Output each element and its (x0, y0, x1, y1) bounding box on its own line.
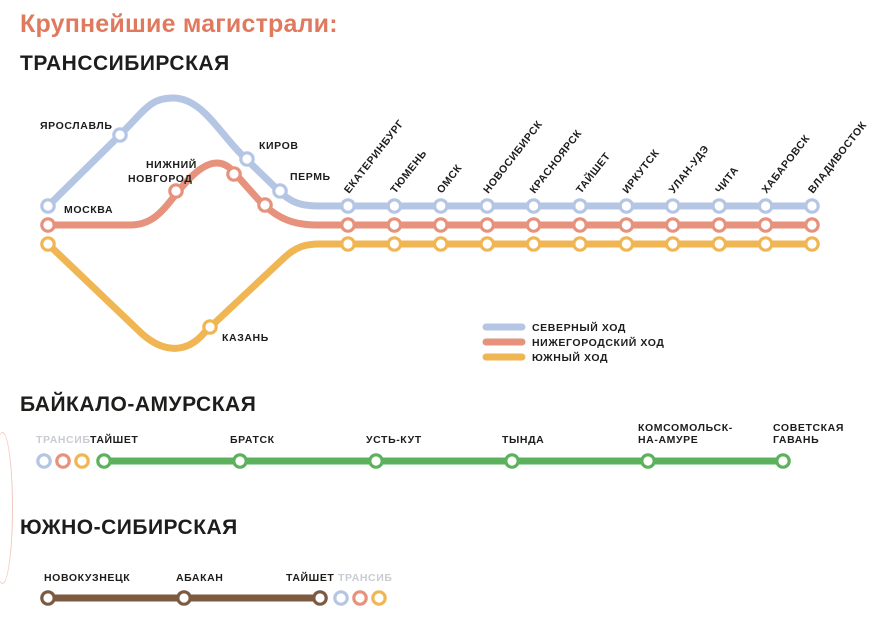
station-east-10-south (804, 236, 820, 252)
station-east-9-north (757, 198, 774, 214)
station-kirov (239, 151, 255, 167)
bam-station-0 (96, 453, 112, 469)
north-route-line (44, 94, 816, 210)
station-nizhny-novgorod (168, 183, 184, 199)
station-perm (272, 183, 288, 199)
station-east-0-nizhny (340, 217, 356, 233)
trans-sib-heading: ТРАНССИБИРСКАЯ (20, 52, 230, 75)
station-label-moskva: МОСКВА (64, 204, 113, 216)
station-east-8-north (711, 198, 727, 214)
legend-label-nizhny: НИЖЕГОРОДСКИЙ ХОД (532, 336, 664, 349)
station-label-east-10: ВЛАДИВОСТОК (806, 119, 870, 196)
bam-station-label-5-1: ГАВАНЬ (773, 434, 819, 446)
station-moskva-nizhny (40, 217, 56, 233)
bam-heading: БАЙКАЛО-АМУРСКАЯ (20, 393, 257, 416)
legend-label-north: СЕВЕРНЫЙ ХОД (532, 321, 626, 334)
bam-station-1 (232, 453, 248, 469)
station-nizhny-3 (257, 197, 273, 213)
station-east-2-nizhny (432, 217, 449, 233)
station-label-east-6: ИРКУТСК (620, 147, 662, 196)
south-sib-transsib-nizhny (352, 590, 368, 606)
station-east-8-nizhny (711, 217, 727, 233)
station-east-2-south (432, 236, 449, 252)
bam-station-2 (368, 453, 384, 469)
station-east-7-north (664, 198, 681, 214)
station-east-5-nizhny (572, 217, 588, 233)
south-sib-heading: ЮЖНО-СИБИРСКАЯ (20, 516, 238, 539)
station-east-5-south (572, 236, 588, 252)
bam-station-label-0-0: ТАЙШЕТ (90, 433, 138, 446)
station-east-1-north (386, 198, 403, 214)
south-sib-transsib-label: ТРАНСИБ (338, 572, 393, 584)
station-label-perm: ПЕРМЬ (290, 171, 331, 183)
station-east-1-south (386, 236, 403, 252)
station-label-east-9: ХАБАРОВСК (760, 133, 813, 196)
station-east-2-north (432, 198, 449, 214)
station-east-3-nizhny (479, 217, 495, 233)
bam-station-label-4-0: КОМСОМОЛЬСК- (638, 422, 733, 434)
station-label-nizhny-1: НИЖНИЙ (146, 158, 197, 171)
station-moskva-north (40, 198, 56, 214)
station-label-east-8: ЧИТА (713, 164, 741, 196)
station-label-east-1: ТЮМЕНЬ (388, 148, 429, 196)
route-legend: СЕВЕРНЫЙ ХОД НИЖЕГОРОДСКИЙ ХОД ЮЖНЫЙ ХОД (482, 321, 664, 364)
station-kazan (202, 319, 218, 335)
station-label-kirov: КИРОВ (259, 140, 299, 152)
station-east-6-nizhny (618, 217, 635, 233)
bam-transsib-south (74, 453, 90, 469)
station-east-6-south (618, 236, 635, 252)
station-label-east-5: ТАЙШЕТ (573, 150, 613, 196)
bam-station-4 (640, 453, 656, 469)
south-sib-transsib-south (371, 590, 387, 606)
bam-transsib-north (36, 453, 52, 469)
bam-station-label-1-0: БРАТСК (230, 434, 275, 446)
station-east-8-south (711, 236, 727, 252)
station-east-10-nizhny (804, 217, 820, 233)
station-east-9-south (757, 236, 774, 252)
station-east-7-south (664, 236, 681, 252)
station-east-10-north (804, 198, 820, 214)
south-sib-station-label-2: ТАЙШЕТ (286, 571, 334, 584)
bam-station-label-2-0: УСТЬ-КУТ (366, 434, 422, 446)
bam-station-label-5-0: СОВЕТСКАЯ (773, 422, 844, 434)
bam-transsib-nizhny (55, 453, 71, 469)
south-sib-transsib-north (333, 590, 349, 606)
south-route-line (44, 240, 816, 352)
station-east-0-north (340, 198, 356, 214)
bam-station-label-4-1: НА-АМУРЕ (638, 434, 698, 446)
south-sib-station-2 (312, 590, 328, 606)
station-east-4-nizhny (525, 217, 542, 233)
bam-station-label-3-0: ТЫНДА (502, 434, 544, 446)
station-nizhny-2 (226, 166, 242, 182)
south-sib-station-1 (176, 590, 192, 606)
station-east-5-north (572, 198, 588, 214)
station-east-6-north (618, 198, 635, 214)
station-east-4-north (525, 198, 542, 214)
south-sib-station-label-1: АБАКАН (176, 572, 224, 584)
station-moskva-south (40, 236, 56, 252)
station-label-yaroslavl: ЯРОСЛАВЛЬ (40, 120, 113, 132)
south-sib-line-group: НОВОКУЗНЕЦК АБАКАН ТАЙШЕТ ТРАНСИБ (40, 571, 393, 606)
station-east-1-nizhny (386, 217, 403, 233)
station-east-4-south (525, 236, 542, 252)
station-east-9-nizhny (757, 217, 774, 233)
south-sib-station-0 (40, 590, 56, 606)
legend-label-south: ЮЖНЫЙ ХОД (532, 351, 608, 364)
bam-transsib-label: ТРАНСИБ (36, 434, 91, 446)
station-east-0-south (340, 236, 356, 252)
page-title: Крупнейшие магистрали: (20, 10, 338, 38)
station-east-3-south (479, 236, 495, 252)
station-label-kazan: КАЗАНЬ (222, 332, 269, 344)
station-yaroslavl (112, 127, 128, 143)
bam-station-3 (504, 453, 520, 469)
bam-station-5 (775, 453, 791, 469)
station-label-east-7: УЛАН-УДЭ (667, 143, 712, 196)
station-label-nizhny-2: НОВГОРОД (128, 173, 193, 185)
station-east-7-nizhny (664, 217, 681, 233)
station-label-east-2: ОМСК (435, 162, 465, 196)
south-sib-station-label-0: НОВОКУЗНЕЦК (44, 572, 130, 584)
station-east-3-north (479, 198, 495, 214)
